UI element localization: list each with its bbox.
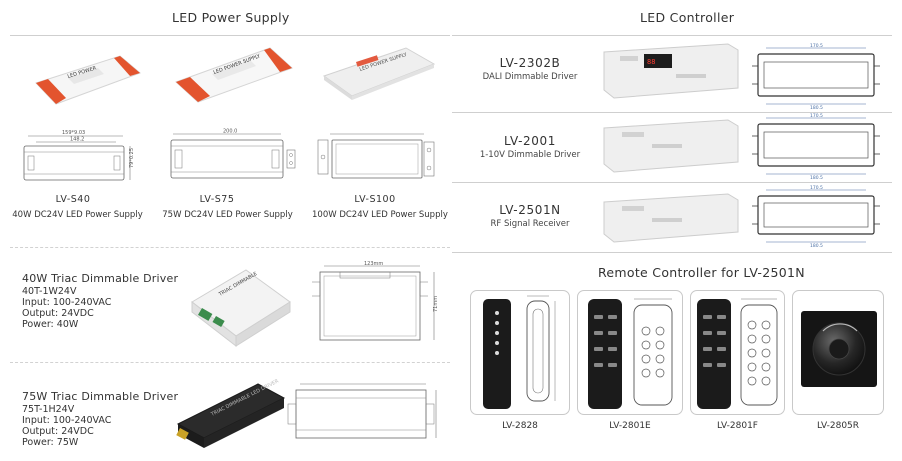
svg-text:123mm: 123mm bbox=[364, 261, 383, 267]
svg-text:170.5: 170.5 bbox=[810, 113, 823, 119]
controller-section-title: LED Controller bbox=[640, 10, 735, 25]
power-supply-photo-s100: LED POWER SUPPLY bbox=[322, 47, 436, 100]
remote-model-2801f: LV-2801F bbox=[717, 421, 758, 431]
divider bbox=[452, 252, 892, 253]
remote-model-2801e: LV-2801E bbox=[609, 421, 651, 431]
svg-text:170.5: 170.5 bbox=[810, 43, 823, 49]
driver-drawing-40w: 123mm 71mm bbox=[312, 261, 439, 341]
remote-section-title: Remote Controller for LV-2501N bbox=[598, 265, 805, 280]
controller-desc-2001: 1-10V Dimmable Driver bbox=[479, 150, 581, 160]
driver-photo-40w: TRIAC DIMMABLE bbox=[191, 269, 291, 348]
power-supply-drawing-s100 bbox=[317, 133, 435, 179]
remote-model-2828: LV-2828 bbox=[502, 421, 538, 431]
driver-spec-line: 75T-1H24V bbox=[22, 404, 75, 415]
controller-drawing-2302b: 170.5 180.5 bbox=[752, 43, 880, 111]
remote-image-2828 bbox=[483, 295, 556, 409]
power-supply-photo-s75: LED POWER SUPPLY bbox=[175, 47, 293, 103]
remote-image-2805r bbox=[801, 311, 877, 387]
divider bbox=[10, 247, 450, 248]
driver-spec-line: Power: 75W bbox=[22, 437, 79, 448]
driver-title-75w: 75W Triac Dimmable Driver bbox=[22, 390, 179, 403]
svg-text:159*9.03: 159*9.03 bbox=[62, 130, 85, 136]
svg-text:71mm: 71mm bbox=[433, 296, 439, 312]
svg-text:180.5: 180.5 bbox=[810, 243, 823, 249]
controller-model-2302b: LV-2302B bbox=[499, 56, 561, 70]
driver-spec-line: 40T-1W24V bbox=[22, 286, 77, 297]
controller-photo-2501n bbox=[603, 193, 739, 243]
svg-text:200.0: 200.0 bbox=[223, 129, 237, 135]
driver-photo-75w: TRIAC DIMMABLE LED DRIVER bbox=[176, 378, 286, 448]
power-supply-model-s100: LV-S100 bbox=[354, 194, 396, 205]
controller-desc-2302b: DALI Dimmable Driver bbox=[482, 72, 578, 82]
remote-card-2805r bbox=[792, 290, 884, 415]
controller-desc-2501n: RF Signal Receiver bbox=[490, 219, 570, 229]
driver-specs-40w: 40T-1W24V Input: 100-240VAC Output: 24VD… bbox=[22, 286, 111, 330]
controller-model-2001: LV-2001 bbox=[504, 134, 556, 148]
svg-text:180.5: 180.5 bbox=[810, 175, 823, 181]
power-supply-caption-s75: 75W DC24V LED Power Supply bbox=[162, 210, 293, 220]
controller-photo-2001 bbox=[603, 119, 739, 173]
remote-image-2801f bbox=[697, 298, 778, 409]
svg-text:148.2: 148.2 bbox=[70, 137, 84, 143]
divider bbox=[10, 35, 450, 36]
controller-drawing-2501n: 170.5 180.5 bbox=[752, 185, 880, 249]
driver-title-40w: 40W Triac Dimmable Driver bbox=[22, 272, 179, 285]
controller-photo-2302b: 88 bbox=[603, 43, 739, 99]
power-supply-drawing-s75: 200.0 bbox=[170, 129, 296, 179]
driver-spec-line: Output: 24VDC bbox=[22, 426, 94, 437]
remote-card-2828 bbox=[470, 290, 570, 415]
power-supply-section-title: LED Power Supply bbox=[172, 10, 290, 25]
power-supply-photo-s40: LED POWER bbox=[35, 55, 141, 105]
svg-text:88: 88 bbox=[647, 58, 655, 66]
driver-spec-line: Input: 100-240VAC bbox=[22, 297, 112, 308]
power-supply-caption-s100: 100W DC24V LED Power Supply bbox=[312, 210, 448, 220]
driver-specs-75w: 75T-1H24V Input: 100-240VAC Output: 24VD… bbox=[22, 404, 111, 448]
driver-spec-line: Power: 40W bbox=[22, 319, 79, 330]
driver-spec-line: Input: 100-240VAC bbox=[22, 415, 112, 426]
svg-text:79*0.25: 79*0.25 bbox=[129, 148, 135, 168]
svg-text:180.5: 180.5 bbox=[810, 105, 823, 111]
divider bbox=[452, 182, 892, 183]
controller-model-2501n: LV-2501N bbox=[499, 203, 561, 217]
remote-model-2805r: LV-2805R bbox=[816, 421, 860, 431]
power-supply-model-s75: LV-S75 bbox=[199, 194, 235, 205]
remote-card-2801e bbox=[577, 290, 683, 415]
divider bbox=[452, 35, 892, 36]
controller-drawing-2001: 170.5 180.5 bbox=[752, 113, 880, 181]
divider bbox=[452, 112, 892, 113]
power-supply-drawing-s40: 159*9.03 148.2 79*0.25 bbox=[23, 130, 135, 181]
svg-text:170.5: 170.5 bbox=[810, 185, 823, 191]
remote-card-2801f bbox=[690, 290, 785, 415]
remote-image-2801e bbox=[588, 298, 673, 409]
driver-spec-line: Output: 24VDC bbox=[22, 308, 94, 319]
divider bbox=[10, 362, 450, 363]
driver-drawing-75w bbox=[287, 383, 437, 439]
power-supply-caption-s40: 40W DC24V LED Power Supply bbox=[12, 210, 143, 220]
power-supply-model-s40: LV-S40 bbox=[55, 194, 91, 205]
